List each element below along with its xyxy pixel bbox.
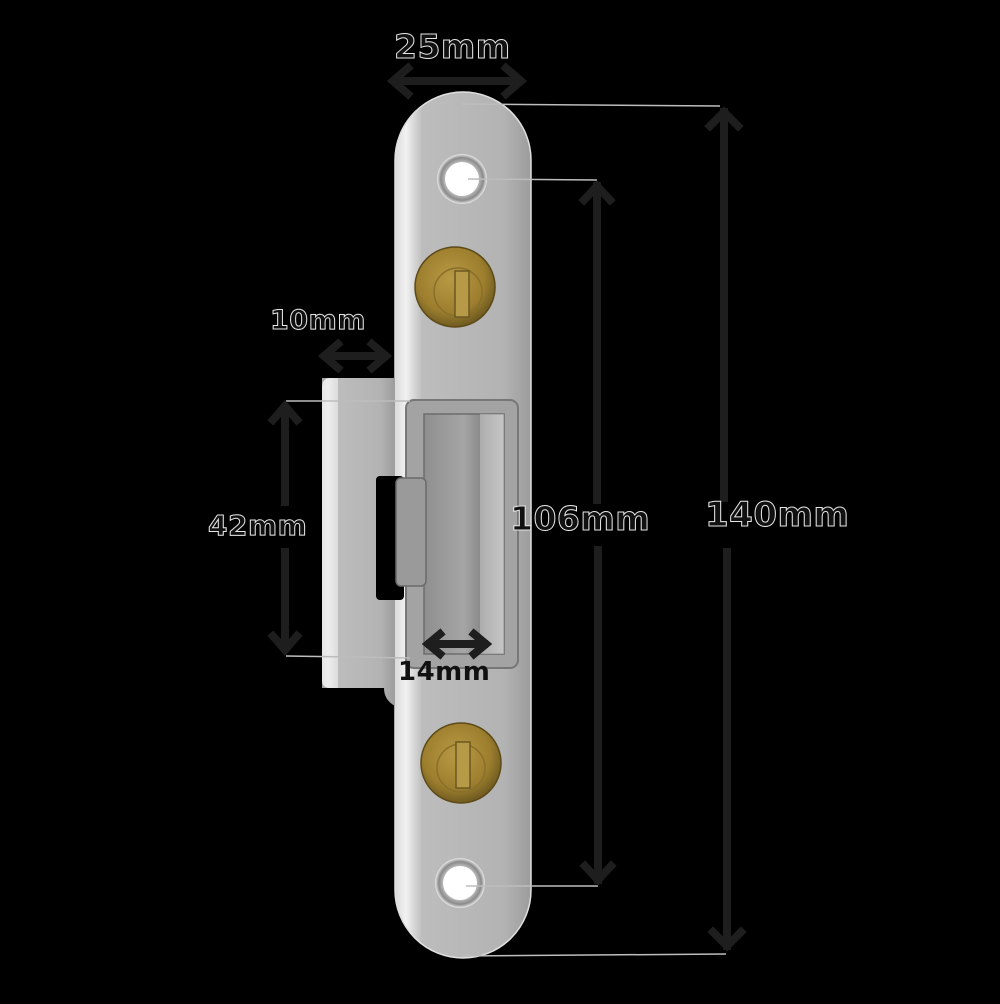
strike-plate — [322, 91, 532, 959]
dimension-label-overall-length: 140mm — [704, 495, 850, 535]
dimension-label-keep-width: 14mm — [398, 657, 491, 687]
arrow-14mm — [421, 628, 493, 660]
dimension-label-hole-centers: 106mm — [509, 499, 651, 538]
arrow-25mm — [386, 62, 528, 100]
arrow-140mm — [704, 106, 747, 952]
arrow-42mm — [267, 399, 303, 657]
dimension-label-lip-depth: 10mm — [270, 305, 366, 336]
arrow-106mm — [578, 180, 617, 886]
fixing-hole-bottom — [435, 858, 485, 908]
fixing-hole-top — [437, 154, 487, 204]
screw-cap-bottom — [420, 722, 502, 804]
dimension-label-plate-width: 25mm — [394, 27, 511, 66]
screw-cap-top — [414, 246, 496, 328]
dimension-label-keep-height: 42mm — [207, 509, 308, 542]
arrow-10mm — [317, 338, 393, 374]
extension-lines — [285, 103, 727, 957]
